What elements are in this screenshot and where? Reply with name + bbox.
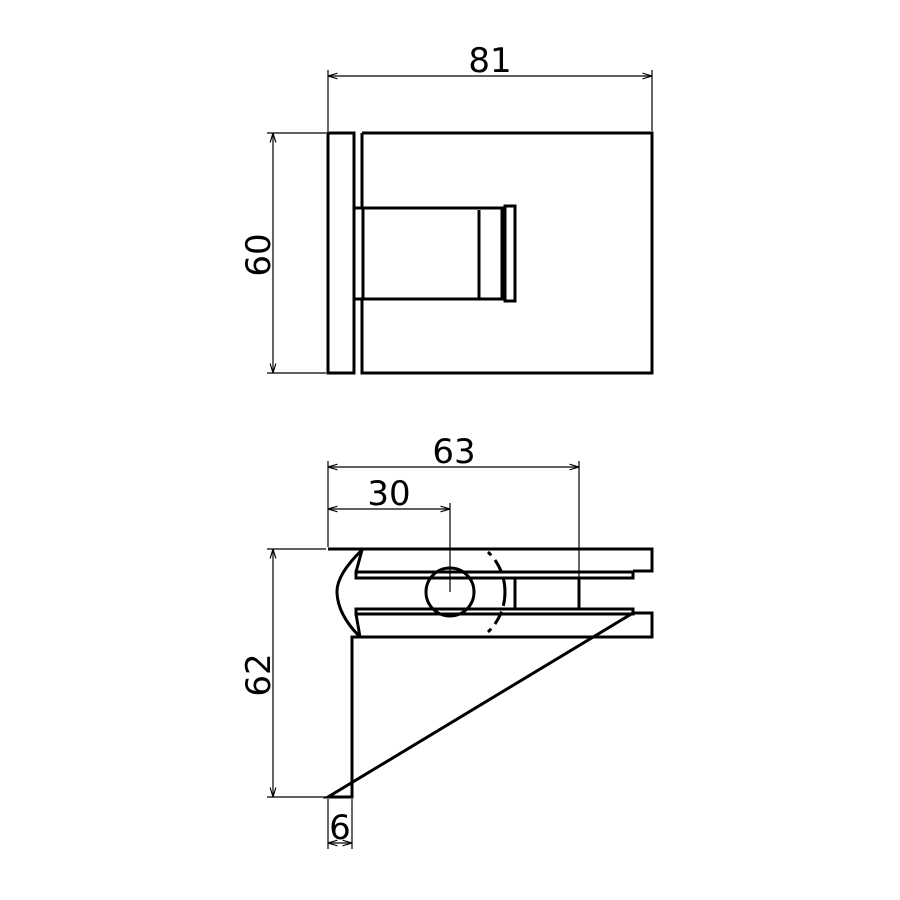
dim-81: 81: [327, 41, 653, 131]
dim-62: 62: [239, 548, 326, 798]
tab: [503, 204, 517, 303]
dim-label-6: 6: [329, 808, 351, 848]
l-bracket: [322, 547, 654, 799]
dim-60: 60: [239, 132, 326, 374]
dim-label-60: 60: [239, 233, 279, 276]
upper-bar: [354, 570, 635, 580]
hinge-body: [360, 131, 654, 375]
dim-label-81: 81: [468, 41, 511, 81]
mounting-plate: [326, 131, 356, 375]
dim-label-62: 62: [239, 653, 279, 696]
top-view: [326, 131, 654, 375]
curved-edge: [335, 548, 364, 639]
dim-label-63: 63: [432, 432, 475, 472]
slot: [354, 206, 504, 301]
bottom-view: [322, 547, 654, 799]
dim-30: 30: [328, 474, 451, 592]
dim-label-30: 30: [367, 474, 410, 514]
lower-bar: [354, 607, 635, 616]
dim-63: 63: [327, 432, 580, 609]
dim-6: 6: [327, 799, 353, 849]
